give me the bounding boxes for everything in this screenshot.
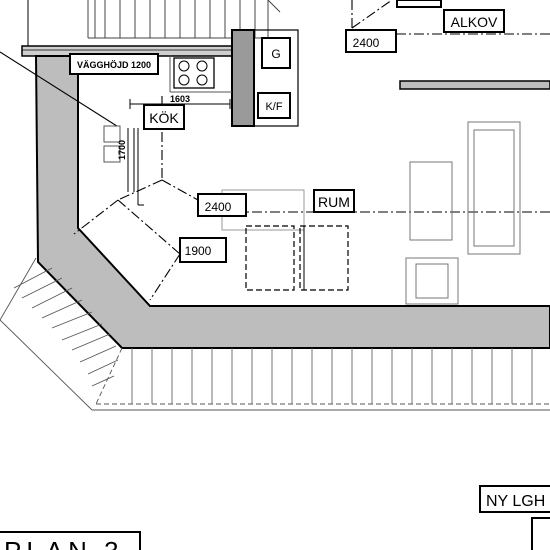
rum-label: RUM [318,194,350,210]
armchair [405,257,459,305]
rum-height-box [197,193,247,217]
ny-lgh-box [479,485,550,513]
plan-label-box [0,531,141,550]
plan-label: PLAN 3 [4,536,124,550]
zone-dashdot-lines [73,0,550,301]
coffee-table [409,161,453,241]
alkov-label: ALKOV [451,14,498,30]
dimension-1603: 1603 [170,94,190,104]
ny-lgh-label: NY LGH [486,493,545,510]
fixture-upper [103,125,121,143]
kok-label-box [143,104,185,130]
rum-height-label: 2400 [205,200,232,214]
stove [173,57,215,89]
dimension-1900: 1900 [185,244,212,258]
lower-right-box [531,517,550,550]
alkov-height-box [345,29,397,53]
appliance-g-label: G [271,47,280,61]
alkov-label-box [443,9,505,33]
appliance-kf-box [257,92,291,119]
rum-label-box [313,189,355,213]
kok-label: KÖK [149,109,179,126]
sofa [467,121,521,255]
alcove-partition [399,80,550,90]
leader-line [0,51,121,129]
fixture-lower [103,145,121,163]
dimension-1700: 1700 [117,140,127,160]
main-exterior-wall [34,55,550,349]
dashed-furniture [245,225,349,291]
dim-1900-box [179,237,227,263]
alkov-height-label: 2400 [353,36,380,50]
column [231,29,255,127]
appliance-g-box [261,37,291,69]
roof-hatch-vertical [131,348,533,404]
alcove-wall [396,0,442,8]
vagghojd-box [69,53,159,75]
vagghojd-label: VÄGGHÖJD 1200 [77,60,151,70]
column-outline [253,29,299,127]
appliance-kf-label: K/F [265,101,282,113]
